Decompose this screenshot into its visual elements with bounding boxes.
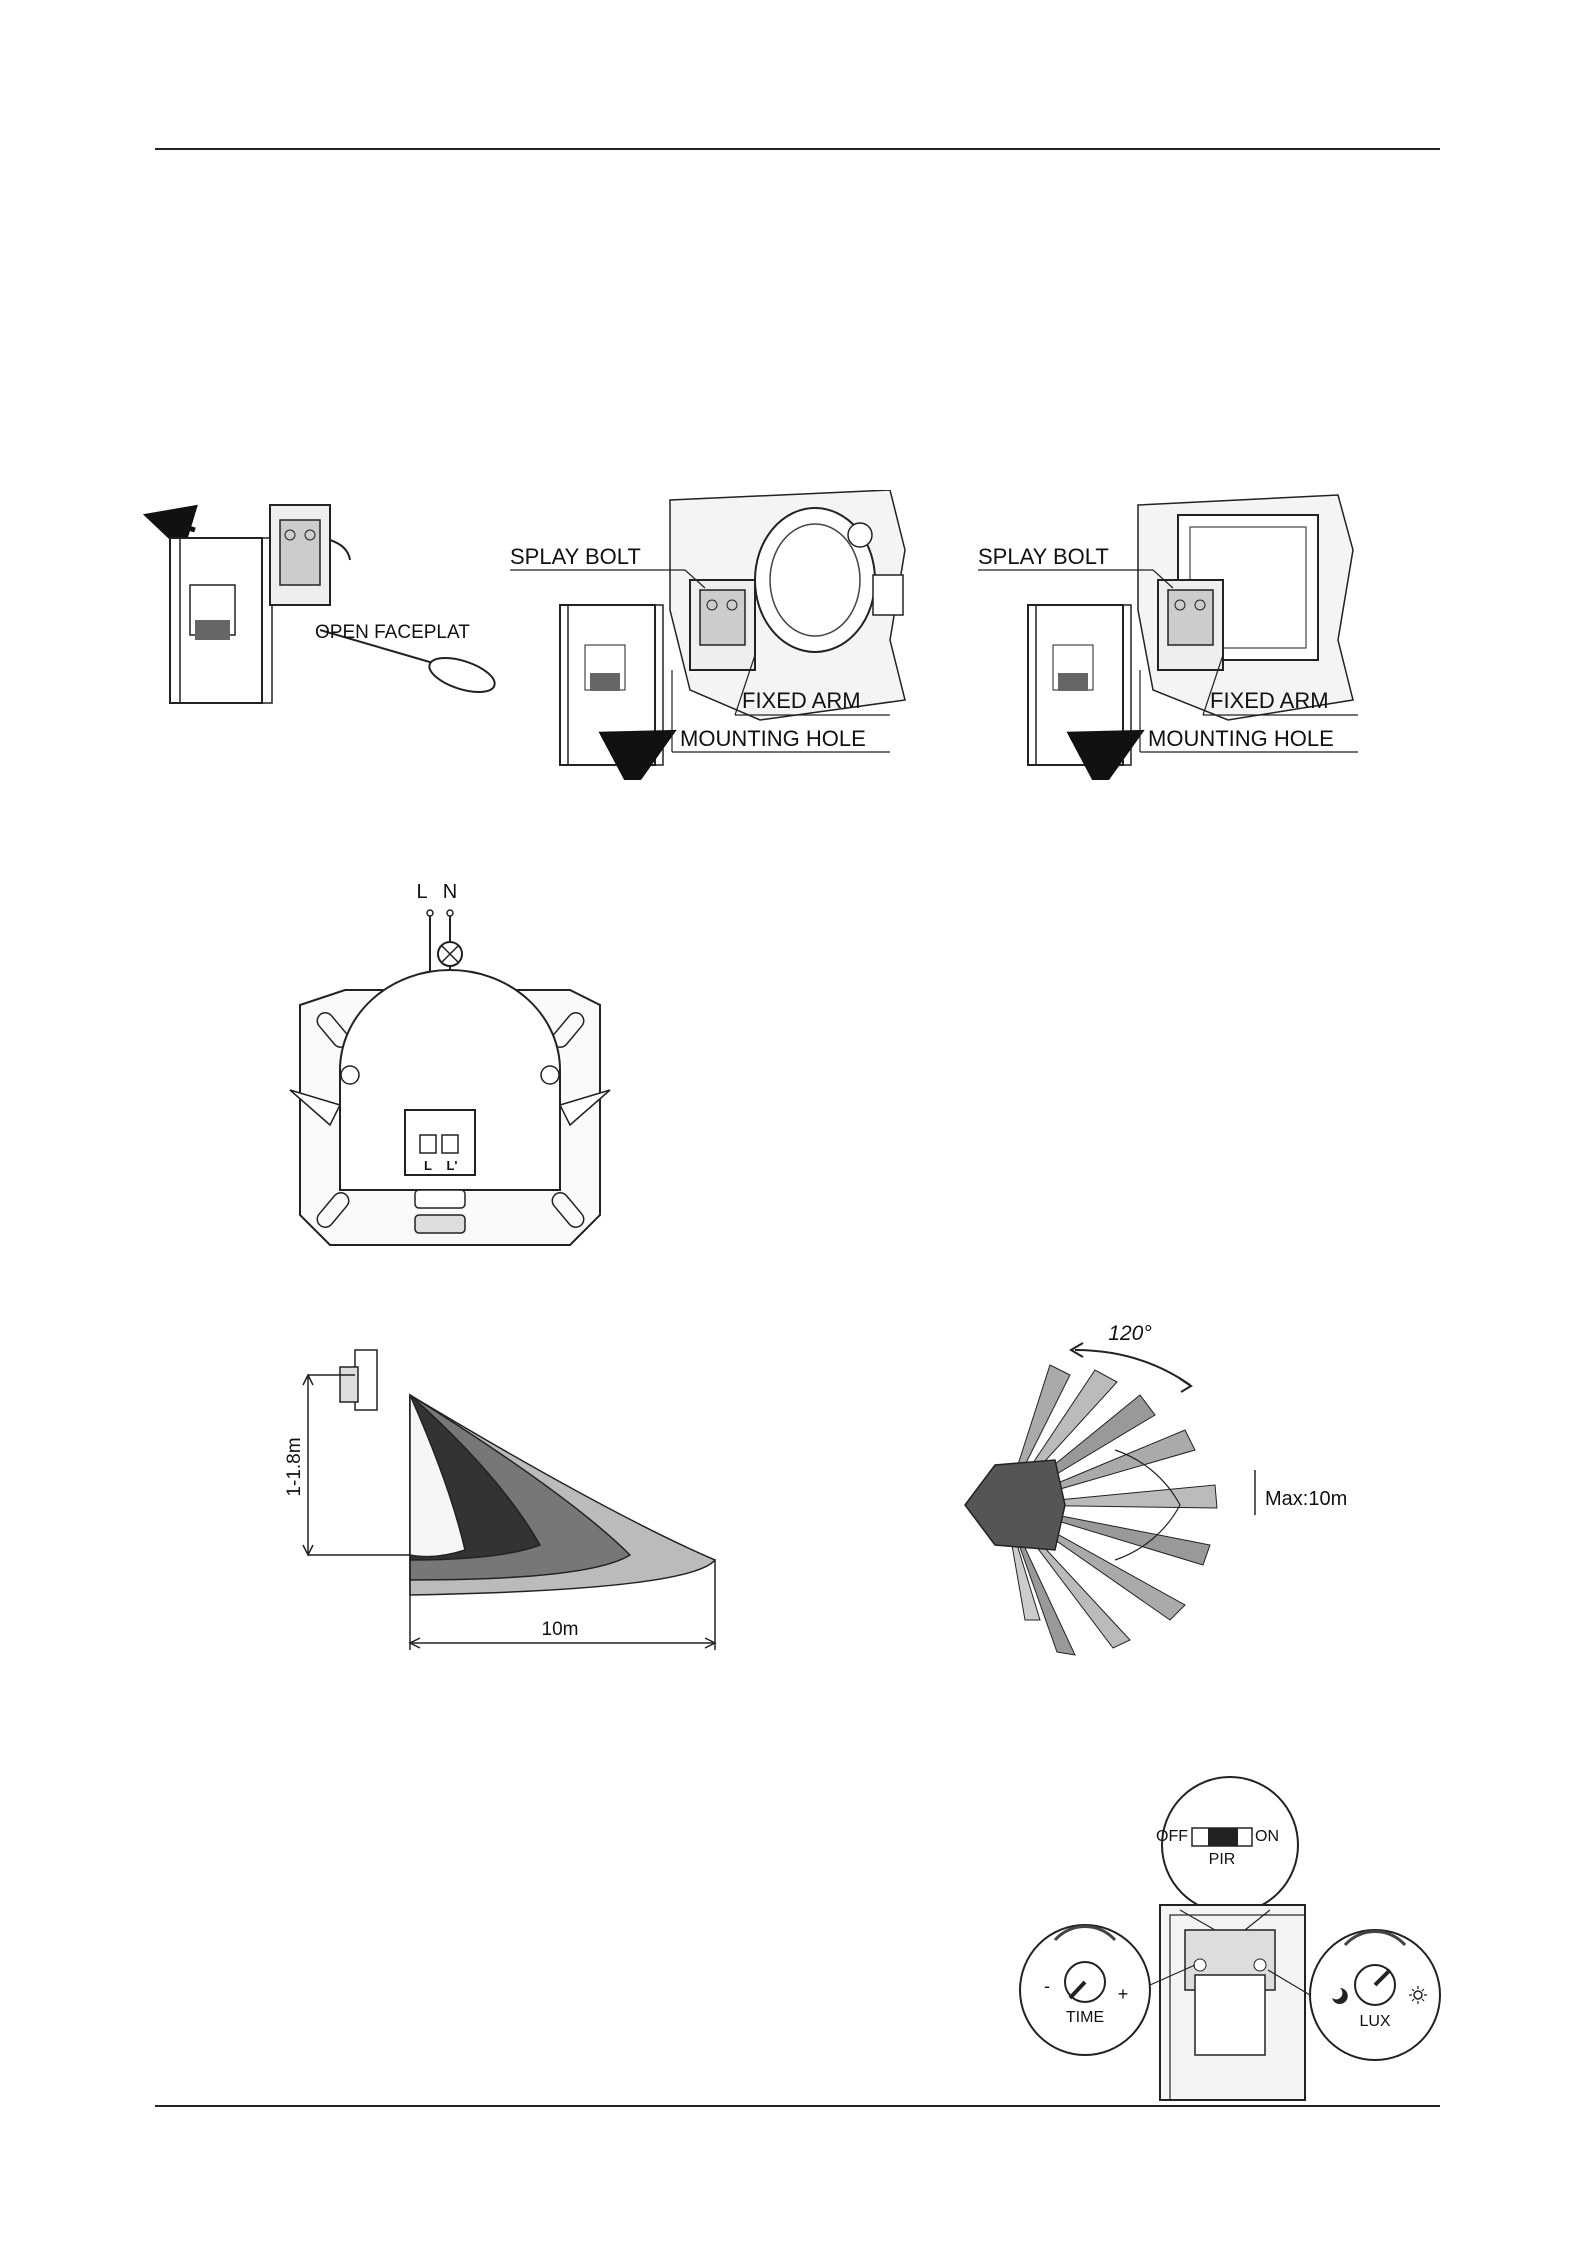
step-mount-round-box: SPLAY BOLT FIXED ARM MOUNTING HOLE	[510, 490, 905, 765]
time-label: TIME	[1066, 2009, 1104, 2026]
terminal-block	[405, 1110, 475, 1175]
pir-off-label: OFF	[1156, 1828, 1188, 1845]
fixed-arm-label: FIXED ARM	[742, 688, 861, 713]
range-label: 10m	[542, 1619, 579, 1640]
height-label: 1-1.8m	[284, 1437, 305, 1496]
time-minus-label: -	[1044, 1976, 1050, 1996]
time-plus-label: +	[1118, 1984, 1129, 2004]
pir-on-label: ON	[1255, 1828, 1279, 1845]
top-rule	[155, 148, 1440, 150]
angle-label: 120°	[1108, 1322, 1151, 1345]
open-faceplate-label: OPEN FACEPLAT	[315, 622, 470, 643]
mounting-hole-label: MOUNTING HOLE	[680, 726, 866, 751]
lux-label: LUX	[1359, 2013, 1390, 2030]
installation-steps-figure: OPEN FACEPLAT SPLAY BOLT FIXED ARM MOUNT…	[140, 490, 1450, 780]
terminal-l-label: L	[424, 1158, 432, 1173]
step-mount-square-box: SPLAY BOLT FIXED ARM MOUNTING HOLE	[978, 495, 1358, 765]
sensor-top-icon	[965, 1460, 1065, 1550]
wiring-diagram: L N L L'	[270, 870, 630, 1270]
step-open-faceplate: OPEN FACEPLAT	[162, 505, 499, 703]
splay-bolt-label: SPLAY BOLT	[978, 544, 1109, 569]
neutral-label: N	[443, 881, 457, 903]
terminal-l-prime-label: L'	[446, 1158, 457, 1173]
lamp-icon	[438, 942, 462, 966]
mounting-hole-label: MOUNTING HOLE	[1148, 726, 1334, 751]
splay-bolt-label: SPLAY BOLT	[510, 544, 641, 569]
bottom-rule	[155, 2105, 1440, 2107]
pir-label: PIR	[1209, 1851, 1236, 1868]
detection-top-view: 120° Max:10m	[955, 1320, 1375, 1680]
screwdriver-handle	[425, 651, 498, 699]
live-label: L	[416, 881, 427, 903]
pull-arrow-icon	[162, 520, 195, 530]
max-range-label: Max:10m	[1265, 1488, 1347, 1510]
fixed-arm-label: FIXED ARM	[1210, 688, 1329, 713]
controls-diagram: OFF ON PIR - + TIME LUX	[1010, 1770, 1450, 2105]
detection-side-view: 1-1.8m 10m	[270, 1345, 740, 1665]
